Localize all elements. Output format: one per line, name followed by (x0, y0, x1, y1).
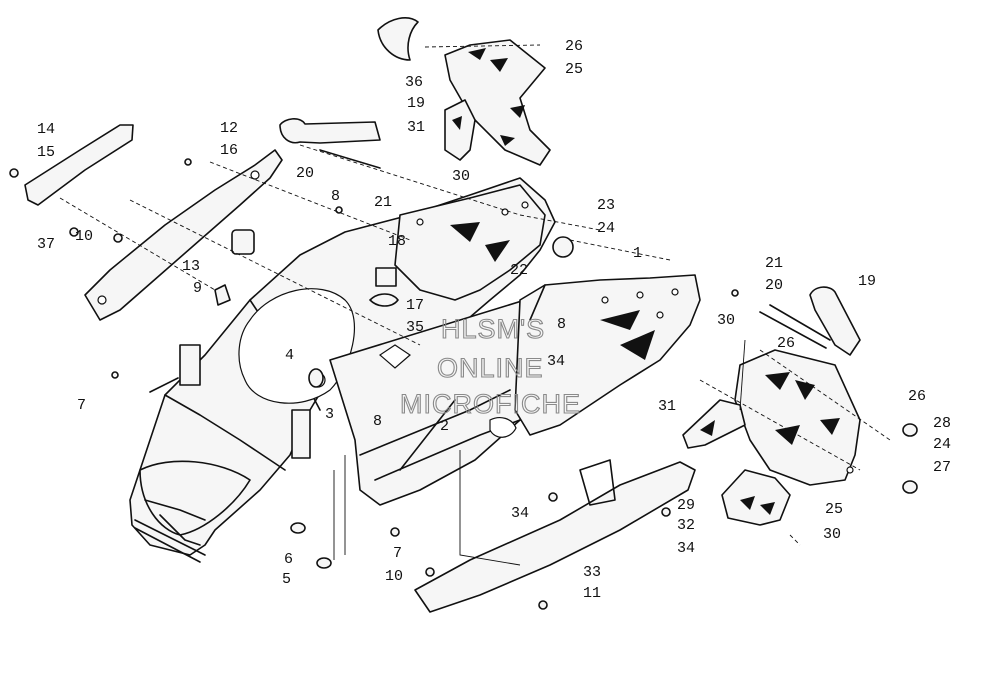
callout-26c: 26 (908, 388, 926, 405)
callout-33: 33 (583, 564, 601, 581)
callout-29: 29 (677, 497, 695, 514)
callout-2: 2 (440, 418, 449, 435)
watermark: HLSM'S ONLINE MICROFICHE (399, 313, 581, 419)
callout-34b: 34 (511, 505, 529, 522)
callout-7a: 7 (77, 397, 86, 414)
callout-24b: 24 (933, 436, 951, 453)
callout-7b: 7 (393, 545, 402, 562)
callout-30a: 30 (452, 168, 470, 185)
callout-31a: 31 (407, 119, 425, 136)
callout-17: 17 (406, 297, 424, 314)
callout-9: 9 (193, 280, 202, 297)
callout-13: 13 (182, 258, 200, 275)
callout-37: 37 (37, 236, 55, 253)
callout-20a: 20 (296, 165, 314, 182)
front-bumper-bar (84, 149, 283, 321)
callout-10b: 10 (385, 568, 403, 585)
callout-5: 5 (282, 571, 291, 588)
rear-tunnel-frame (514, 274, 701, 436)
callout-12: 12 (220, 120, 238, 137)
running-board (414, 459, 696, 613)
callout-27: 27 (933, 459, 951, 476)
right-lower-bracket (721, 469, 791, 526)
callout-19a: 19 (407, 95, 425, 112)
callout-labels: 1 2 3 4 5 6 7 7 8 8 8 9 10 10 11 12 13 1… (37, 38, 951, 602)
handle-tube (24, 124, 134, 206)
callout-18: 18 (388, 233, 406, 250)
callout-32: 32 (677, 517, 695, 534)
upper-frame-panel (394, 184, 546, 301)
callout-15: 15 (37, 144, 55, 161)
callout-31b: 31 (658, 398, 676, 415)
callout-11: 11 (583, 585, 601, 602)
callout-30b: 30 (717, 312, 735, 329)
callout-26a: 26 (565, 38, 583, 55)
callout-16: 16 (220, 142, 238, 159)
callout-3: 3 (325, 406, 334, 423)
callout-34a: 34 (547, 353, 565, 370)
watermark-line-2: ONLINE (437, 353, 544, 383)
callout-1: 1 (633, 245, 642, 262)
callout-14: 14 (37, 121, 55, 138)
steering-support-tubes (279, 118, 381, 169)
watermark-line-1: HLSM'S (441, 314, 545, 344)
callout-21a: 21 (374, 194, 392, 211)
callout-19b: 19 (858, 273, 876, 290)
callout-34c: 34 (677, 540, 695, 557)
right-rear-bracket (734, 349, 861, 486)
callout-30c: 30 (823, 526, 841, 543)
right-tube (759, 286, 861, 356)
callout-22: 22 (510, 262, 528, 279)
callout-8a: 8 (331, 188, 340, 205)
callout-24a: 24 (597, 220, 615, 237)
callout-21b: 21 (765, 255, 783, 272)
curved-cover (377, 17, 419, 61)
callout-35: 35 (406, 319, 424, 336)
callout-4: 4 (285, 347, 294, 364)
small-hardware (9, 158, 918, 610)
callout-8c: 8 (557, 316, 566, 333)
callout-23: 23 (597, 197, 615, 214)
callout-20b: 20 (765, 277, 783, 294)
callout-8b: 8 (373, 413, 382, 430)
callout-36: 36 (405, 74, 423, 91)
callout-25b: 25 (825, 501, 843, 518)
callout-10a: 10 (75, 228, 93, 245)
callout-28: 28 (933, 415, 951, 432)
watermark-line-3: MICROFICHE (400, 389, 581, 419)
upper-side-bracket (444, 99, 476, 161)
right-side-bracket (682, 399, 746, 449)
callout-26b: 26 (777, 335, 795, 352)
leader-lines (59, 44, 891, 566)
callout-25a: 25 (565, 61, 583, 78)
callout-6: 6 (284, 551, 293, 568)
